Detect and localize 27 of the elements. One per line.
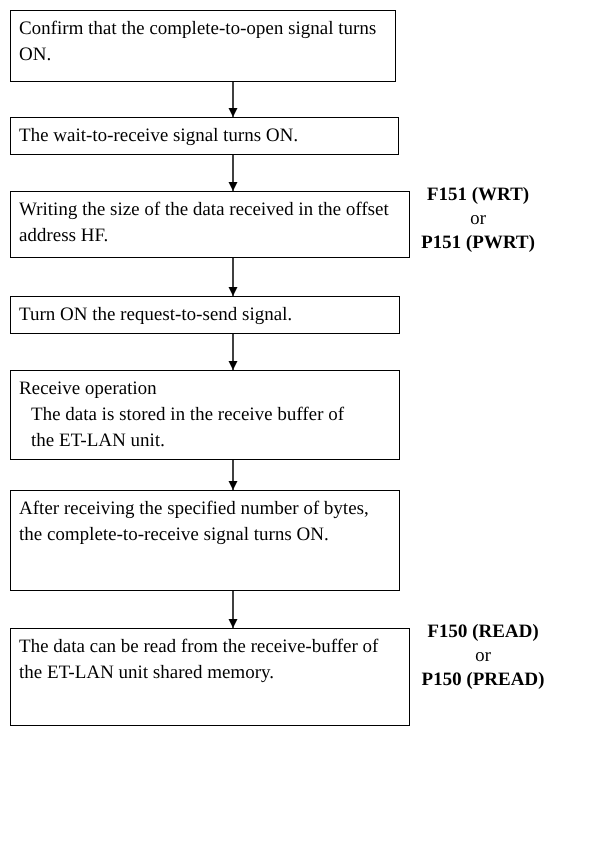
step-text: Turn ON the request-to-send signal. [19, 303, 294, 327]
arrow [228, 591, 238, 628]
instruction-name: P151 (PWRT) [420, 231, 536, 255]
step-text: The wait-to-receive signal turns ON. [19, 124, 300, 148]
connector-word: or [474, 644, 492, 668]
process-box [10, 10, 396, 82]
instruction-name: F151 (WRT) [426, 183, 530, 207]
instruction-name: F150 (READ) [426, 620, 540, 644]
process-box [10, 490, 400, 591]
arrow [228, 460, 238, 490]
arrow [228, 82, 238, 117]
arrow [228, 258, 238, 296]
arrow [228, 334, 238, 370]
step-text: Receive operation [19, 377, 158, 401]
note-text: The data is stored in the receive buffer of the ET-LAN unit. [30, 403, 346, 453]
arrow [228, 155, 238, 191]
process-box [10, 191, 410, 258]
step-text: After receiving the specified number of bytes, the complete-to-receive signal turns ON. [19, 497, 370, 547]
process-box [10, 117, 399, 155]
process-box [10, 628, 410, 726]
step-text: The data can be read from the receive-buffer of the ET-LAN unit shared memory. [19, 635, 380, 685]
instruction-name: P150 (PREAD) [420, 668, 546, 692]
connector-word: or [469, 207, 487, 231]
step-text: Writing the size of the data received in the offset address HF. [19, 198, 390, 248]
step-text: Confirm that the complete-to-open signal turns ON. [19, 17, 378, 67]
process-box [10, 370, 400, 460]
process-box [10, 296, 400, 334]
